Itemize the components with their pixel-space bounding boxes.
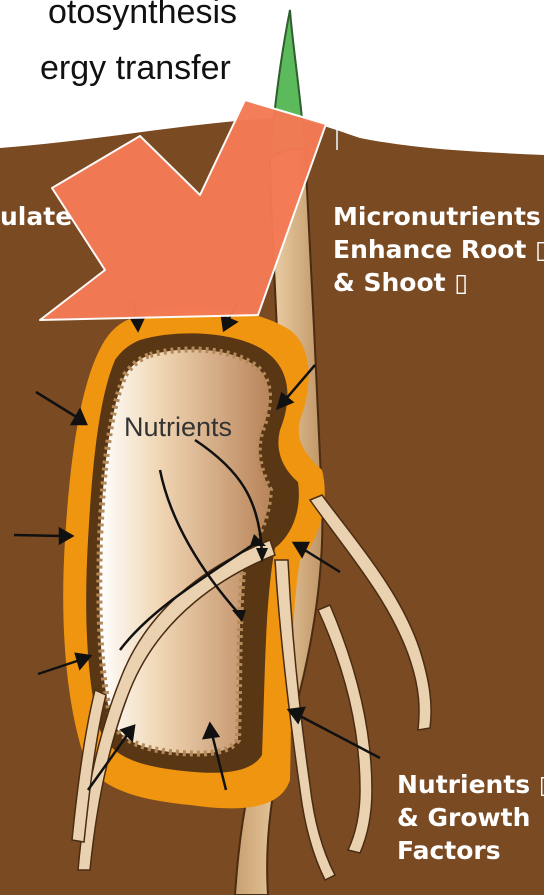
label-seed-nutrients: Nutrients (124, 412, 232, 443)
label-nutrients-growth-line1: Nutrients ▯ (397, 768, 544, 801)
label-left-partial: ulate (0, 200, 72, 233)
label-nutrients-growth: Nutrients ▯ & Growth Factors (397, 768, 544, 867)
label-nutrients-growth-line3: Factors (397, 834, 544, 867)
label-micronutrients-line3: & Shoot ▯ (333, 266, 544, 299)
label-micronutrients: Micronutrients ▯ Enhance Root ▯ & Shoot … (333, 200, 544, 299)
label-nutrients-growth-line2: & Growth (397, 801, 544, 834)
label-micronutrients-line1: Micronutrients ▯ (333, 200, 544, 233)
top-text-line1: otosynthesis (48, 0, 237, 32)
label-micronutrients-line2: Enhance Root ▯ (333, 233, 544, 266)
top-text-line2: ergy transfer (40, 48, 231, 88)
